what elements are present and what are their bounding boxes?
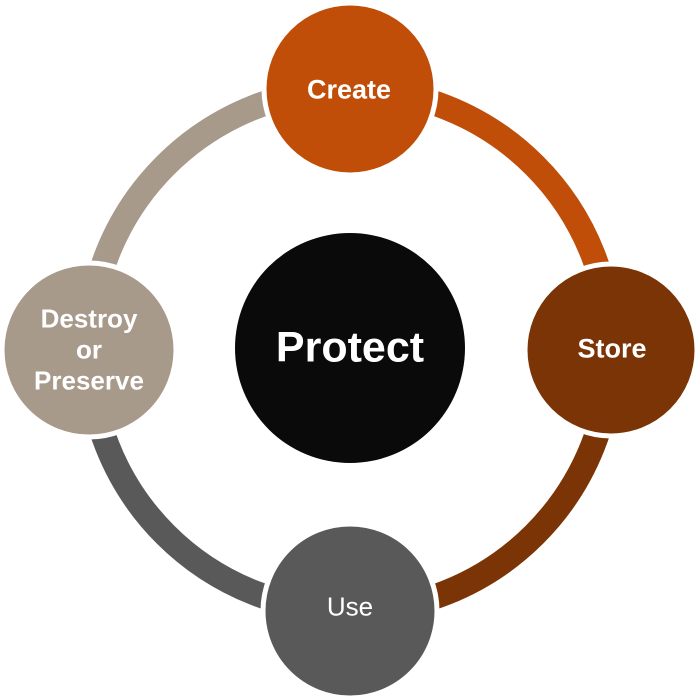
node-store-label: Store xyxy=(577,333,647,364)
center-protect-label: Protect xyxy=(275,323,425,372)
center-protect-circle xyxy=(235,233,465,463)
node-use-circle xyxy=(260,521,440,700)
node-use-label: Use xyxy=(326,591,374,622)
node-create-circle xyxy=(261,0,439,178)
node-destroy-circle xyxy=(0,260,179,440)
node-destroy-label: Destroy or Preserve xyxy=(34,303,144,396)
node-create-label: Create xyxy=(306,74,392,105)
node-store-circle xyxy=(522,261,700,439)
